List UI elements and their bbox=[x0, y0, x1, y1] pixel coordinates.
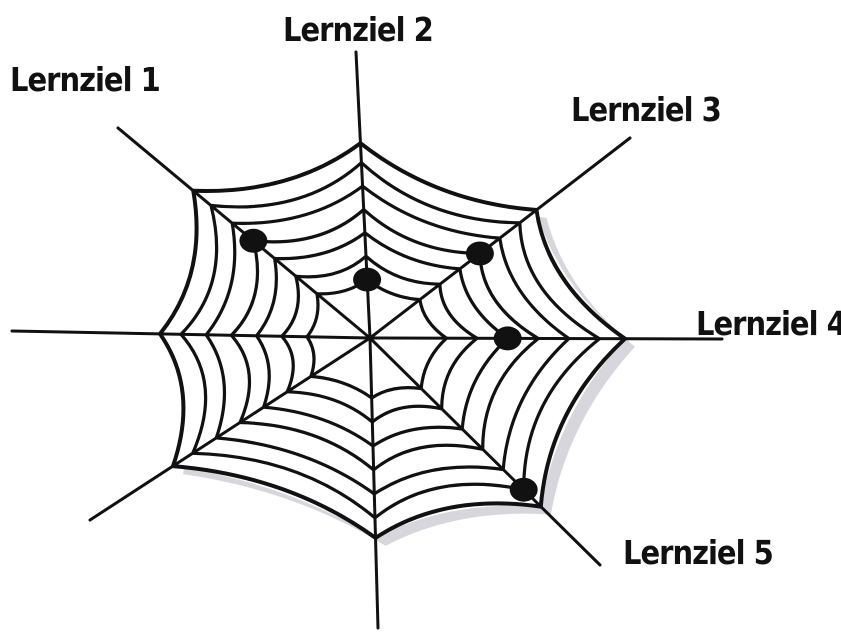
goal-label-1: Lernziel 1 bbox=[10, 60, 160, 99]
goal-label-5: Lernziel 5 bbox=[623, 533, 773, 572]
goal-marker-2 bbox=[353, 268, 381, 292]
goal-marker-5 bbox=[510, 478, 538, 502]
goal-marker-4 bbox=[494, 326, 522, 350]
goal-marker-1 bbox=[239, 229, 267, 253]
web-spokes bbox=[12, 52, 722, 628]
goal-label-2: Lernziel 2 bbox=[283, 10, 433, 49]
web-spoke-3 bbox=[370, 338, 722, 339]
goal-label-3: Lernziel 3 bbox=[571, 90, 721, 129]
goal-label-4: Lernziel 4 bbox=[696, 304, 841, 343]
goal-marker-3 bbox=[466, 242, 494, 266]
